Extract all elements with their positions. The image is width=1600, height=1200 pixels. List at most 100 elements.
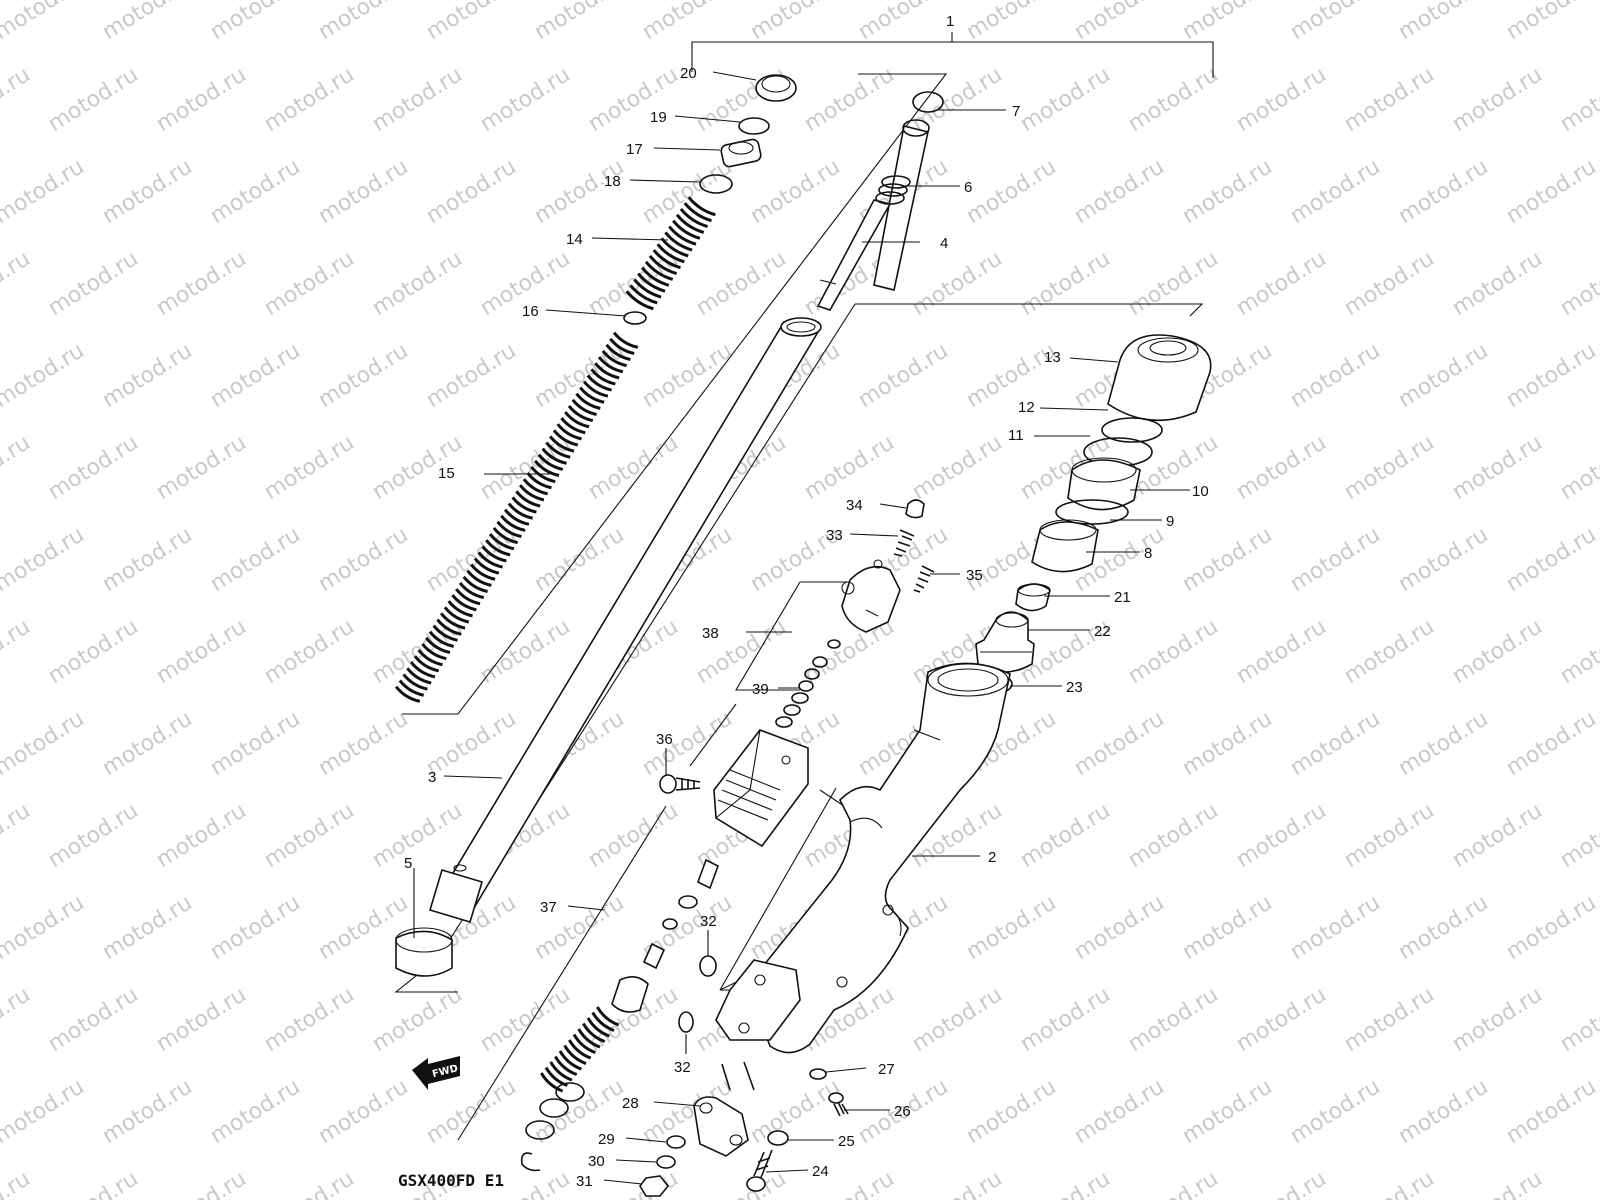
screw-part-35 (913, 565, 935, 593)
label-part-32-upper: 32 (700, 913, 717, 930)
watermark-text: motod.ru (44, 246, 143, 321)
watermark-text: motod.ru (1286, 522, 1385, 597)
spring-coil (596, 1006, 620, 1027)
anti-dive-valve-part-38 (841, 559, 901, 633)
spring-coil (633, 278, 662, 299)
spring-seat-part-17 (720, 138, 762, 168)
washer-part-27 (809, 1068, 827, 1080)
watermark-text: motod.ru (1178, 890, 1277, 965)
watermark-text: motod.ru (1502, 522, 1600, 597)
spring-coil (597, 356, 624, 374)
label-part-36: 36 (656, 731, 673, 748)
watermark-text: motod.ru (206, 522, 305, 597)
label-part-6: 6 (964, 179, 972, 196)
watermark-text: motod.ru (44, 1166, 143, 1200)
spring-coil (462, 575, 488, 593)
watermark-text: motod.ru (800, 430, 899, 505)
label-part-20: 20 (680, 65, 697, 82)
watermark-text: motod.ru (1502, 0, 1600, 45)
watermark-text: motod.ru (1070, 154, 1169, 229)
watermark-text: motod.ru (1394, 706, 1493, 781)
watermark-text: motod.ru (44, 614, 143, 689)
inner-tube-part-3 (429, 317, 822, 923)
watermark-text: motod.ru (368, 62, 467, 137)
spring-coil (413, 655, 440, 673)
watermark-text: motod.ru (98, 338, 197, 413)
watermark-text: motod.ru (1124, 798, 1223, 873)
watermark-text: motod.ru (1070, 706, 1169, 781)
spring-coil (432, 624, 458, 642)
watermark-text: motod.ru (1124, 62, 1223, 137)
watermark-text: motod.ru (1016, 62, 1115, 137)
watermark-text: motod.ru (1286, 0, 1385, 45)
spring-coil (424, 636, 451, 654)
watermark-text: motod.ru (314, 706, 413, 781)
spring-coil (540, 1072, 564, 1093)
watermark-text: motod.ru (206, 706, 305, 781)
watermark-text: motod.ru (1286, 706, 1385, 781)
spring-coil (563, 1044, 587, 1065)
watermark-text: motod.ru (638, 0, 737, 45)
watermark-text: motod.ru (1124, 1166, 1223, 1200)
label-part-39: 39 (752, 681, 769, 698)
spring-coil (406, 667, 432, 685)
o-rings-part-32 (678, 955, 717, 1033)
watermark-text: motod.ru (1502, 338, 1600, 413)
label-part-27: 27 (878, 1061, 895, 1078)
oil-seal-washer-part-9 (1055, 499, 1129, 525)
watermark-text: motod.ru (584, 798, 683, 873)
label-part-25: 25 (838, 1133, 855, 1150)
watermark-text: motod.ru (1016, 1166, 1115, 1200)
watermark-text: motod.ru (746, 0, 845, 45)
valve-parts-part-39 (775, 639, 841, 728)
spring-washer-part-30 (656, 1155, 676, 1169)
watermark-text: motod.ru (152, 1166, 251, 1200)
spring-coil (477, 551, 503, 569)
watermark-text: motod.ru (1070, 890, 1169, 965)
spring-coil (625, 290, 654, 311)
spring-coil (436, 618, 462, 636)
label-part-24: 24 (812, 1163, 829, 1180)
label-part-28: 28 (622, 1095, 639, 1112)
watermark-text: motod.ru (0, 1074, 89, 1149)
watermark-text: motod.ru (1556, 1166, 1600, 1200)
label-part-34: 34 (846, 497, 863, 514)
spring-coil (577, 1028, 601, 1049)
spring-coil (648, 254, 678, 276)
watermark-text: motod.ru (0, 614, 35, 689)
watermark-text: motod.ru (1232, 246, 1331, 321)
spring-coil (683, 202, 712, 223)
watermark-text: motod.ru (1178, 154, 1277, 229)
spring-coil (582, 380, 609, 398)
watermark-text: motod.ru (152, 982, 251, 1057)
slide-bushing-part-5 (395, 927, 453, 977)
spring-coil (451, 594, 477, 612)
label-part-19: 19 (650, 109, 667, 126)
label-part-21: 21 (1114, 589, 1131, 606)
watermark-text: motod.ru (422, 706, 521, 781)
watermark-text: motod.ru (962, 0, 1061, 45)
watermark-text: motod.ru (0, 522, 89, 597)
spring-coil (544, 1066, 568, 1087)
watermark-text: motod.ru (1448, 246, 1547, 321)
watermark-text: motod.ru (260, 1166, 359, 1200)
outer-tube-part-2 (751, 662, 1011, 1054)
damper-assembly-part-37 (611, 858, 719, 1013)
spring-coil (447, 600, 473, 618)
spring-coil (558, 1050, 582, 1071)
watermark-text: motod.ru (1340, 246, 1439, 321)
label-part-29: 29 (598, 1131, 615, 1148)
watermark-text: motod.ru (1232, 798, 1331, 873)
label-part-11: 11 (1008, 427, 1024, 444)
label-part-3: 3 (428, 769, 436, 786)
forward-arrow-icon: FWD (412, 1056, 460, 1090)
label-part-31: 31 (576, 1173, 593, 1190)
watermark-text: motod.ru (422, 0, 521, 45)
label-part-23: 23 (1066, 679, 1083, 696)
watermark-text: motod.ru (98, 0, 197, 45)
label-part-14: 14 (566, 231, 583, 248)
watermark-text: motod.ru (1448, 62, 1547, 137)
spring-coil (556, 423, 582, 441)
watermark-text: motod.ru (260, 430, 359, 505)
leader-lines (413, 71, 1190, 1185)
